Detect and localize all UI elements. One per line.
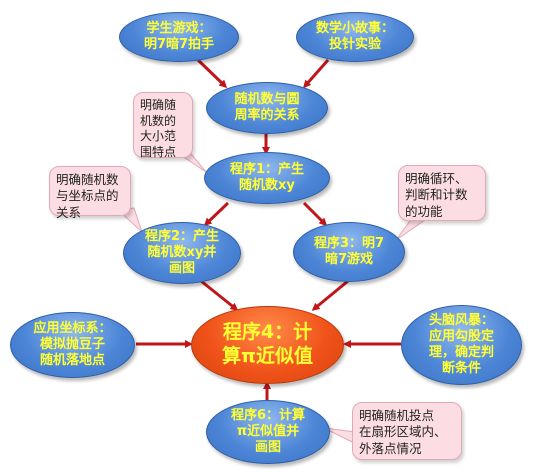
node-student-game-label: 学生游戏： 明7暗7拍手 bbox=[143, 20, 215, 52]
node-program6: 程序6：计算 π近似值并 画图 bbox=[206, 400, 330, 464]
arrow-program1-to-program2 bbox=[203, 201, 230, 227]
callout-loop: 明确循环、 判断和计数 的功能 bbox=[398, 165, 486, 221]
node-program1: 程序1：产生 随机数xy bbox=[204, 152, 330, 204]
node-random-pi: 随机数与圆 周率的关系 bbox=[206, 82, 328, 134]
node-program6-label: 程序6：计算 π近似值并 画图 bbox=[230, 407, 306, 456]
node-program3: 程序3：明7 暗7游戏 bbox=[293, 222, 405, 282]
node-program2: 程序2：产生 随机数xy并 画图 bbox=[123, 222, 241, 284]
arrow-program1-to-program3 bbox=[302, 201, 328, 227]
callout-range: 明确随 机数的 大小范 围特点 bbox=[133, 92, 193, 159]
arrow-program3-to-program4 bbox=[311, 279, 349, 311]
node-math-story-label: 数学小故事： 投针实验 bbox=[315, 20, 394, 52]
callout-coords: 明确随机数 与坐标点的 关系 bbox=[49, 166, 131, 220]
node-student-game: 学生游戏： 明7暗7拍手 bbox=[119, 12, 239, 62]
node-program4: 程序4：计 算π近似值 bbox=[191, 306, 344, 384]
node-random-pi-label: 随机数与圆 周率的关系 bbox=[234, 91, 300, 123]
arrow-program2-to-program4 bbox=[200, 279, 239, 311]
node-coord-app: 应用坐标系： 模拟抛豆子 随机落地点 bbox=[10, 312, 135, 378]
node-program2-label: 程序2：产生 随机数xy并 画图 bbox=[144, 228, 220, 277]
node-math-story: 数学小故事： 投针实验 bbox=[296, 12, 414, 62]
node-program1-label: 程序1：产生 随机数xy bbox=[229, 161, 305, 193]
arrow-story-to-random bbox=[303, 59, 330, 89]
node-program4-label: 程序4：计 算π近似值 bbox=[221, 321, 314, 367]
callout-points: 明确随机投点 在扇形区域内、 外落点情况 bbox=[352, 402, 462, 460]
node-program3-label: 程序3：明7 暗7游戏 bbox=[313, 235, 385, 267]
node-brainstorm: 头脑风暴： 应用勾股定 理，确定判 断条件 bbox=[401, 305, 522, 385]
node-coord-app-label: 应用坐标系： 模拟抛豆子 随机落地点 bbox=[33, 320, 112, 369]
arrow-game-to-random bbox=[196, 58, 228, 89]
node-brainstorm-label: 头脑风暴： 应用勾股定 理，确定判 断条件 bbox=[428, 312, 494, 377]
